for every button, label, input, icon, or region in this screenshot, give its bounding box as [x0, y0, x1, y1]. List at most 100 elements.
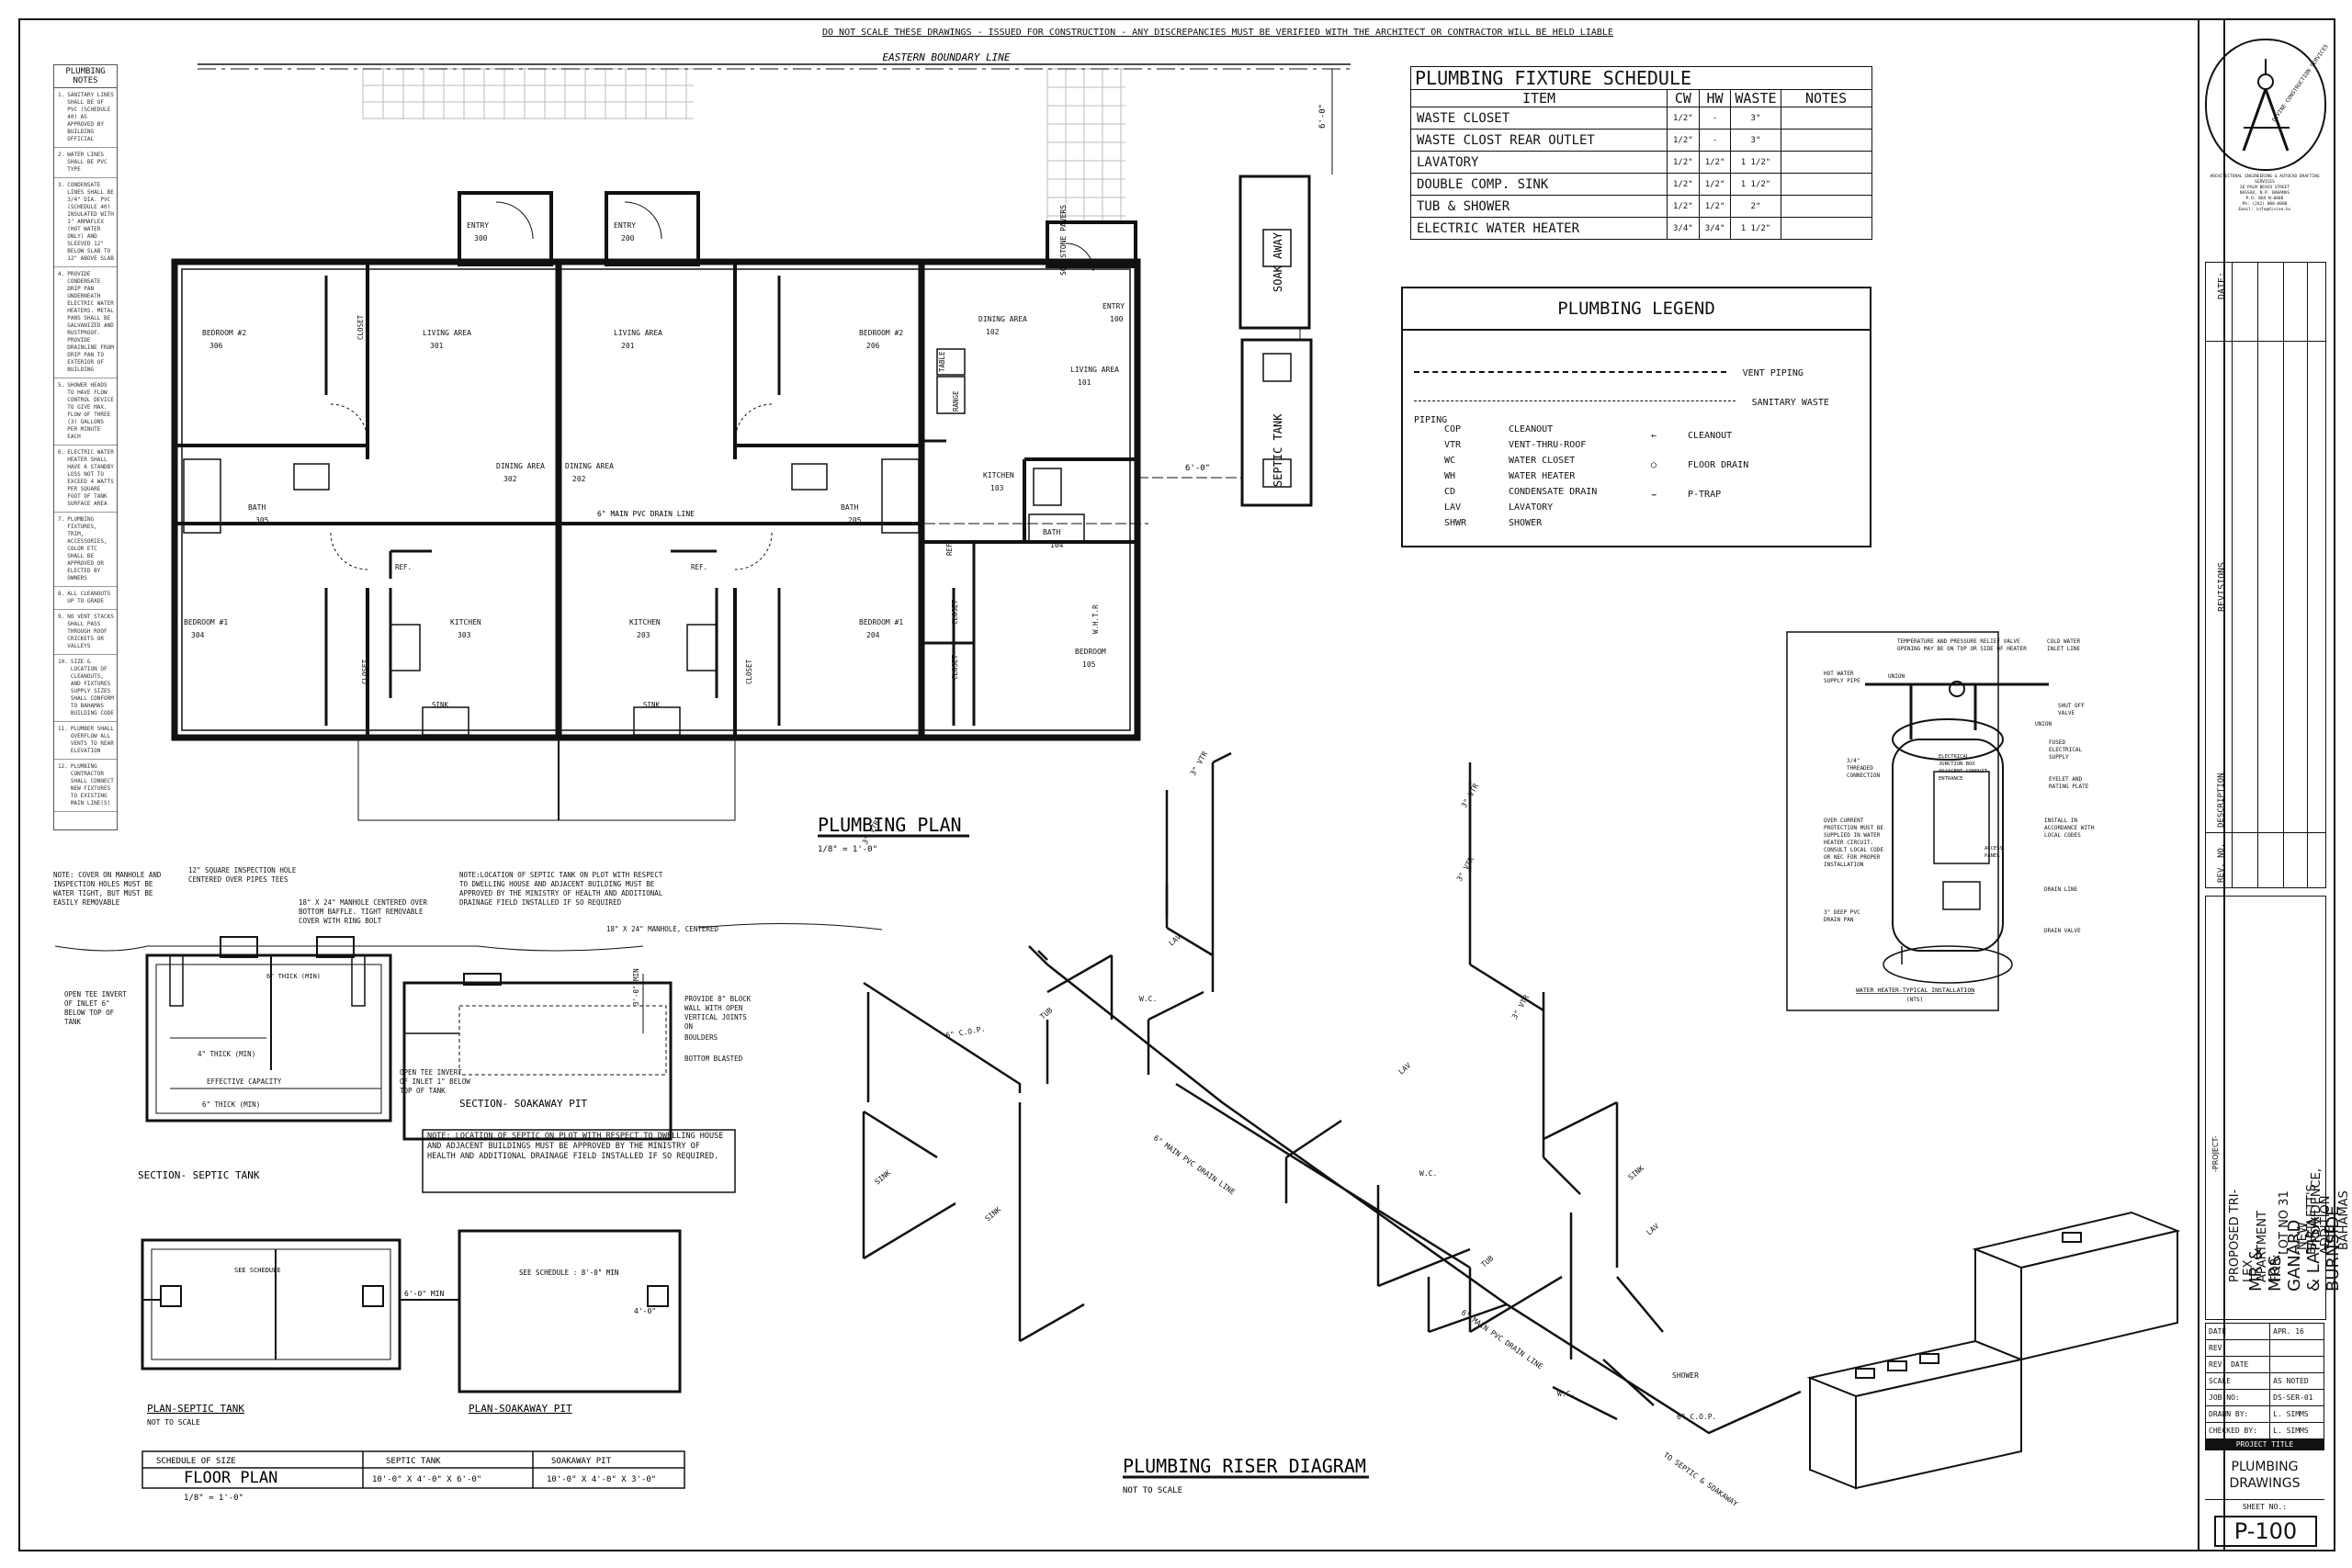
- riser-label: 3" VTR: [1510, 993, 1531, 1021]
- room-number: 203: [637, 631, 650, 639]
- riser-label: W.C.: [1419, 1169, 1437, 1178]
- heater-label-line: COLD WATER: [2047, 638, 2081, 645]
- info-row: DRAWN BY:L. SIMMS: [2204, 1405, 2324, 1423]
- heater-label-line: OR NEC FOR PROPER: [1824, 854, 1881, 861]
- riser-diagram: [862, 751, 1802, 1435]
- schedule-header: HW: [1698, 89, 1732, 107]
- heater-label-line: RATING PLATE: [2049, 784, 2089, 790]
- rev-no-label: REV. NO.: [2217, 842, 2226, 883]
- room-number: 205: [848, 516, 862, 525]
- info-value: [2269, 1339, 2324, 1357]
- note-text: ELECTRIC WATER HEATER SHALL HAVE A STAND…: [67, 449, 114, 507]
- boxed-note: NOTE: LOCATION OF SEPTIC ON PLOT WITH RE…: [427, 1132, 724, 1161]
- schedule-cell-hw: -: [1698, 129, 1732, 152]
- compass-icon: [2242, 59, 2290, 152]
- room-name: LIVING AREA: [1070, 366, 1119, 374]
- septic-note-line: BELOW TOP OF: [64, 1009, 115, 1017]
- legend-p-trap: ⌣P-TRAP: [1651, 480, 1748, 510]
- riser-label: 6" C.O.P.: [1677, 1413, 1716, 1421]
- schedule-cell-hw: 3/4": [1698, 217, 1732, 240]
- room-number: 303: [458, 631, 471, 639]
- sched-h2: SOAKAWAY PIT: [551, 1457, 612, 1466]
- revisions-label: REVISIONS: [2217, 561, 2227, 612]
- heater-label: UNION: [1888, 673, 1905, 680]
- closet-label: CLOSET: [951, 599, 959, 625]
- abbrev-row: WH WATER HEATER: [1444, 468, 1597, 484]
- legend-cleanout: ←CLEANOUT: [1651, 422, 1748, 451]
- heater-label-line: DRAIN PAN: [1824, 917, 1854, 923]
- soak-note: BOULDERS: [684, 1033, 718, 1042]
- notes-list: 1.SANITARY LINES SHALL BE OF PVC (SCHEDU…: [54, 88, 117, 812]
- size-schedule: [141, 1450, 685, 1489]
- info-row: JOB NO:DS-SER-01: [2204, 1389, 2324, 1406]
- note-number: 7.: [58, 516, 65, 523]
- soak-note-line: PROVIDE 8" BLOCK: [684, 995, 752, 1003]
- heater-label-line: FUSED: [2049, 739, 2065, 746]
- schedule-header: ITEM: [1410, 89, 1668, 107]
- project-block: -PROJECT- PROPOSED TRI-LEX APARTMENT FOR…: [2205, 896, 2351, 1320]
- heater-label-line: ADJACENT CONDUIT: [1939, 769, 1988, 774]
- note-item: 11.PLUMBER SHALL OVERFLOW ALL VENTS TO R…: [54, 722, 117, 760]
- note-number: 11.: [58, 726, 68, 732]
- p-trap-icon: ⌣: [1651, 490, 1657, 500]
- heater-label-line: 3/4": [1847, 758, 1860, 764]
- riser-sub: NOT TO SCALE: [1123, 1486, 1182, 1495]
- room-number: 300: [474, 234, 488, 243]
- heater-label-line: PROTECTION MUST BE: [1824, 825, 1883, 831]
- company-info-line: NASSAU, N.P. BAHAMAS: [2239, 191, 2290, 196]
- plan-soak-see: SEE SCHEDULE : 8'-0" MIN: [519, 1269, 618, 1277]
- heater-label-line: THREADED: [1847, 765, 1873, 772]
- schedule-cell-cw: 1/2": [1667, 195, 1700, 218]
- heater-labels: TEMPERATURE AND PRESSURE RELIEF VALVEOPE…: [1824, 638, 2095, 934]
- room-number: 100: [1110, 315, 1124, 323]
- note-text: PLUMBER SHALL OVERFLOW ALL VENTS TO REAR…: [70, 726, 114, 754]
- floor-plan: [171, 191, 1242, 821]
- note-number: 5.: [58, 382, 65, 389]
- riser-label: LAV: [1645, 1222, 1661, 1236]
- soak-note-line: VERTICAL JOINTS: [684, 1013, 747, 1021]
- note-number: 10.: [58, 659, 68, 665]
- room-name: DINING AREA: [978, 315, 1027, 323]
- schedule-cell-cw: 1/2": [1667, 173, 1700, 196]
- abbrev-code: VTR: [1444, 440, 1462, 450]
- note-item: 7.PLUMBING FIXTURES, TRIM, ACCESSORIES, …: [54, 513, 117, 587]
- info-row: REV.: [2204, 1339, 2324, 1357]
- heater-label-line: CONNECTION: [1847, 773, 1881, 779]
- heater-label-line: TEMPERATURE AND PRESSURE RELIEF VALVE: [1897, 638, 2020, 645]
- note-number: 2.: [58, 152, 65, 158]
- soak-note-line: OPEN TEE INVERT: [400, 1068, 462, 1077]
- room-name: LIVING AREA: [614, 329, 662, 337]
- riser-label: SHOWER: [1672, 1371, 1699, 1380]
- schedule-cell-cw: 1/2": [1667, 129, 1700, 152]
- title-block-frame: [2198, 18, 2335, 1551]
- septic-note-line: WATER TIGHT, BUT MUST BE: [53, 889, 153, 897]
- info-key: JOB NO:: [2204, 1389, 2271, 1406]
- septic-note: 6" THICK (MIN): [202, 1100, 260, 1109]
- info-key: REV. DATE: [2204, 1356, 2271, 1373]
- section-septic-title: SECTION- SEPTIC TANK: [138, 1169, 260, 1181]
- septic-note-line: INSPECTION HOLES MUST BE: [53, 880, 153, 888]
- room-number: 204: [866, 631, 880, 639]
- note-text: PLUMBING FIXTURES, TRIM, ACCESSORIES, CO…: [67, 516, 107, 581]
- circle-icon: ○: [1651, 460, 1657, 470]
- abbrev-desc: WATER HEATER: [1509, 471, 1576, 481]
- info-key: DATE: [2204, 1323, 2271, 1340]
- abbrev-code: WH: [1444, 471, 1456, 481]
- abbrev-desc: VENT-THRU-ROOF: [1509, 440, 1587, 450]
- room-number: 301: [430, 342, 444, 350]
- info-value: L. SIMMS: [2269, 1422, 2324, 1439]
- room-name: KITCHEN: [983, 471, 1014, 479]
- septic-note-line: EASILY REMOVABLE: [53, 898, 120, 907]
- plumbing-notes: PLUMBING NOTES 1.SANITARY LINES SHALL BE…: [53, 64, 118, 830]
